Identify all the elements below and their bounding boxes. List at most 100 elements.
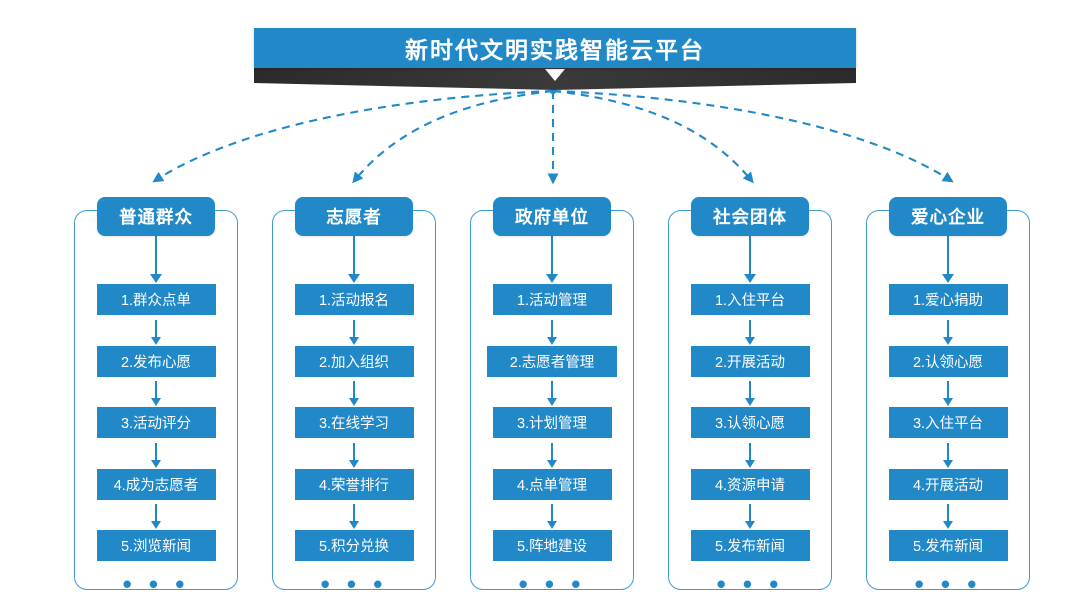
flow-item[interactable]: 3.活动评分 [96,407,216,438]
flow-arrow-icon [946,319,950,338]
header-connector-arrow [946,236,950,275]
flow-item-label: 4.开展活动 [912,477,984,494]
flow-arrow-icon [550,319,554,338]
flow-item[interactable]: 1.爱心捐助 [888,284,1008,315]
flow-item-label: 3.活动评分 [120,416,192,432]
flow-item-label: 4.荣誉排行 [318,477,390,494]
column-header-label: 普通群众 [119,207,193,227]
flow-item-label: 2.加入组织 [318,354,390,371]
more-items-ellipsis: • • • [320,569,388,599]
flow-item-label: 5.发布新闻 [912,539,984,555]
column-header-3[interactable]: 政府单位 [493,197,611,236]
flow-arrow-icon [154,381,158,399]
flow-item[interactable]: 4.成为志愿者 [96,468,216,500]
page-title: 新时代文明实践智能云平台 [405,37,705,63]
flow-item-label: 3.认领心愿 [714,416,786,432]
flow-arrow-icon [550,504,554,522]
flow-item[interactable]: 5.阵地建设 [492,530,612,561]
flow-arrow-icon [154,504,158,522]
column-body-5: 1.爱心捐助 2.认领心愿 3.入住平台 4.开展活动 5.发布新闻 [867,236,1029,599]
flow-arrow-icon [748,319,752,338]
flow-arrow-icon [352,319,356,338]
column-header-1[interactable]: 普通群众 [97,197,215,236]
column-card-4[interactable]: 社会团体 1.入住平台 2.开展活动 3.认领心愿 4.资源申请 [668,197,832,599]
flow-item[interactable]: 2.认领心愿 [888,345,1008,377]
flow-arrow-icon [550,442,554,461]
flow-item-label: 1.爱心捐助 [912,293,984,309]
flow-item-label: 2.认领心愿 [912,354,984,371]
flow-item-label: 2.开展活动 [714,354,786,371]
flow-item-label: 4.资源申请 [714,477,786,494]
flow-arrow-icon [550,381,554,399]
flow-arrow-icon [946,442,950,461]
flow-item[interactable]: 3.计划管理 [492,407,612,438]
flow-item-label: 3.入住平台 [912,416,984,432]
flow-item[interactable]: 4.开展活动 [888,468,1008,500]
flow-arrow-icon [748,381,752,399]
flow-item[interactable]: 1.活动报名 [294,284,414,315]
flow-item-label: 1.入住平台 [714,293,786,309]
title-ribbon-chevron [254,68,856,90]
column-header-2[interactable]: 志愿者 [295,197,413,236]
column-header-label: 社会团体 [713,207,787,227]
platform-title-banner: 新时代文明实践智能云平台 [254,28,856,68]
flow-item[interactable]: 3.入住平台 [888,407,1008,438]
flow-item[interactable]: 3.认领心愿 [690,407,810,438]
column-body-4: 1.入住平台 2.开展活动 3.认领心愿 4.资源申请 5.发布新闻 [669,236,831,599]
column-header-label: 志愿者 [326,207,382,227]
more-items-ellipsis: • • • [122,569,190,599]
flow-item[interactable]: 3.在线学习 [294,407,414,438]
flow-item-label: 1.活动报名 [318,293,390,309]
column-card-2[interactable]: 志愿者 1.活动报名 2.加入组织 3.在线学习 4.荣誉排行 [272,197,436,599]
flow-item[interactable]: 2.加入组织 [294,345,414,377]
flow-item-label: 3.在线学习 [318,416,390,432]
flow-item[interactable]: 1.活动管理 [492,284,612,315]
flow-item[interactable]: 5.浏览新闻 [96,530,216,561]
flow-item[interactable]: 1.入住平台 [690,284,810,315]
column-body-3: 1.活动管理 2.志愿者管理 3.计划管理 4.点单管理 5.阵地建设 [471,236,633,599]
flow-item[interactable]: 2.发布心愿 [96,345,216,377]
flow-item-label: 2.志愿者管理 [509,354,595,371]
flow-arrow-icon [748,504,752,522]
more-items-ellipsis: • • • [914,569,982,599]
flow-arrow-icon [352,504,356,522]
flow-item-label: 4.成为志愿者 [113,477,199,494]
flow-item[interactable]: 4.点单管理 [492,468,612,500]
flow-item-label: 5.浏览新闻 [120,539,192,555]
flow-item-label: 4.点单管理 [516,477,588,494]
flow-arrow-icon [352,442,356,461]
column-card-3[interactable]: 政府单位 1.活动管理 2.志愿者管理 3.计划管理 4.点单管理 [470,197,634,599]
flow-item[interactable]: 1.群众点单 [96,284,216,315]
header-connector-arrow [154,236,158,275]
flow-arrow-icon [154,442,158,461]
flow-item-label: 1.活动管理 [516,293,588,309]
column-header-5[interactable]: 爱心企业 [889,197,1007,236]
column-card-5[interactable]: 爱心企业 1.爱心捐助 2.认领心愿 3.入住平台 4.开展活动 [866,197,1030,599]
flow-item[interactable]: 5.积分兑换 [294,530,414,561]
flow-item-label: 3.计划管理 [516,416,588,432]
more-items-ellipsis: • • • [518,569,586,599]
column-header-label: 政府单位 [515,207,589,227]
column-header-4[interactable]: 社会团体 [691,197,809,236]
flow-item[interactable]: 5.发布新闻 [690,530,810,561]
flow-item[interactable]: 4.荣誉排行 [294,468,414,500]
column-body-1: 1.群众点单 2.发布心愿 3.活动评分 4.成为志愿者 5.浏览新闻 [75,236,237,599]
column-body-2: 1.活动报名 2.加入组织 3.在线学习 4.荣誉排行 5.积分兑换 [273,236,435,599]
column-card-1[interactable]: 普通群众 1.群众点单 2.发布心愿 3.活动评分 4.成为志愿者 [74,197,238,599]
header-connector-arrow [748,236,752,275]
header-connector-arrow [550,236,554,275]
flow-item[interactable]: 4.资源申请 [690,468,810,500]
flow-arrow-icon [946,381,950,399]
flow-item-label: 2.发布心愿 [120,354,192,371]
flow-item[interactable]: 2.志愿者管理 [487,345,617,377]
flow-item[interactable]: 5.发布新闻 [888,530,1008,561]
flow-item[interactable]: 2.开展活动 [690,345,810,377]
flow-item-label: 1.群众点单 [120,293,192,309]
more-items-ellipsis: • • • [716,569,784,599]
flow-arrow-icon [352,381,356,399]
flow-arrow-icon [946,504,950,522]
flow-arrow-icon [748,442,752,461]
flow-item-label: 5.阵地建设 [516,539,588,555]
